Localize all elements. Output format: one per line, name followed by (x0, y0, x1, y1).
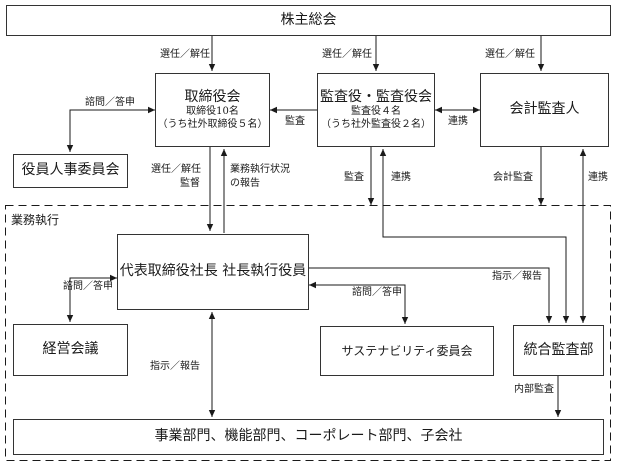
ceo-label: 代表取締役社長 社長執行役員 (119, 263, 307, 280)
ceo-box: 代表取締役社長 社長執行役員 (117, 234, 309, 310)
label-internal-audit: 内部監査 (514, 384, 554, 395)
label-instruct-report-business: 指示／報告 (150, 361, 200, 372)
board-of-directors-box: 取締役会 取締役10名 （うち社外取締役５名） (155, 73, 270, 147)
audit-board-members-line1: 監査役４名 (351, 106, 401, 118)
label-audit-exec: 監査 (344, 172, 364, 183)
shareholders-meeting-box: 株主総会 (6, 5, 611, 36)
label-accounting-audit: 会計監査 (493, 172, 533, 183)
management-council-label: 経営会議 (42, 341, 99, 358)
label-report-exec-1: 業務執行状況 (230, 164, 290, 175)
label-coop-audit-internal: 連携 (391, 172, 411, 183)
label-consult-sustainability: 諮問／答申 (352, 287, 402, 298)
business-units-label: 事業部門、機能部門、コーポレート部門、子会社 (154, 428, 463, 445)
label-consult-council: 諮問／答申 (63, 281, 113, 292)
arrow-ceo-council (66, 274, 117, 322)
audit-board-members-line2: （うち社外監査役２名） (321, 118, 431, 130)
arrow-ceo-sustainability (309, 281, 409, 324)
label-audit-to-board: 監査 (285, 116, 305, 127)
execution-area-border (5, 205, 611, 461)
execution-section-label: 業務執行 (11, 213, 60, 227)
label-coop-accounting-internal: 連携 (588, 172, 608, 183)
label-appoint-board: 選任／解任 (160, 49, 210, 60)
board-members-line1: 取締役10名 (186, 106, 239, 118)
business-units-box: 事業部門、機能部門、コーポレート部門、子会社 (13, 419, 604, 455)
personnel-committee-label: 役員人事委員会 (21, 162, 120, 179)
label-coop-audit-accounting: 連携 (448, 116, 468, 127)
internal-audit-dept-label: 統合監査部 (523, 341, 594, 358)
management-council-box: 経営会議 (13, 324, 128, 376)
audit-board-title: 監査役・監査役会 (320, 88, 432, 105)
arrow-ceo-internal (309, 267, 553, 323)
label-report-exec-2: の報告 (230, 178, 260, 189)
label-appoint-audit: 選任／解任 (322, 49, 372, 60)
label-appoint-supervise-1: 選任／解任 (151, 164, 201, 175)
personnel-committee-box: 役員人事委員会 (13, 154, 128, 188)
sustainability-committee-box: サステナビリティ委員会 (320, 326, 494, 376)
arrow-board-personnel (66, 106, 155, 152)
arrow-audit-internal-coop (379, 149, 570, 323)
label-appoint-supervise-2: 監督 (180, 178, 200, 189)
sustainability-committee-label: サステナビリティ委員会 (341, 343, 473, 358)
internal-audit-dept-box: 統合監査部 (513, 325, 604, 376)
label-appoint-accounting: 選任／解任 (485, 49, 535, 60)
accounting-auditor-box: 会計監査人 (480, 73, 609, 147)
audit-board-box: 監査役・監査役会 監査役４名 （うち社外監査役２名） (317, 73, 435, 147)
label-instruct-report-internal: 指示／報告 (492, 271, 542, 282)
label-consult-personnel: 諮問／答申 (85, 97, 135, 108)
shareholders-meeting-label: 株主総会 (280, 11, 337, 28)
board-title: 取締役会 (184, 88, 241, 105)
accounting-auditor-label: 会計監査人 (509, 101, 580, 118)
board-members-line2: （うち社外取締役５名） (157, 118, 268, 130)
